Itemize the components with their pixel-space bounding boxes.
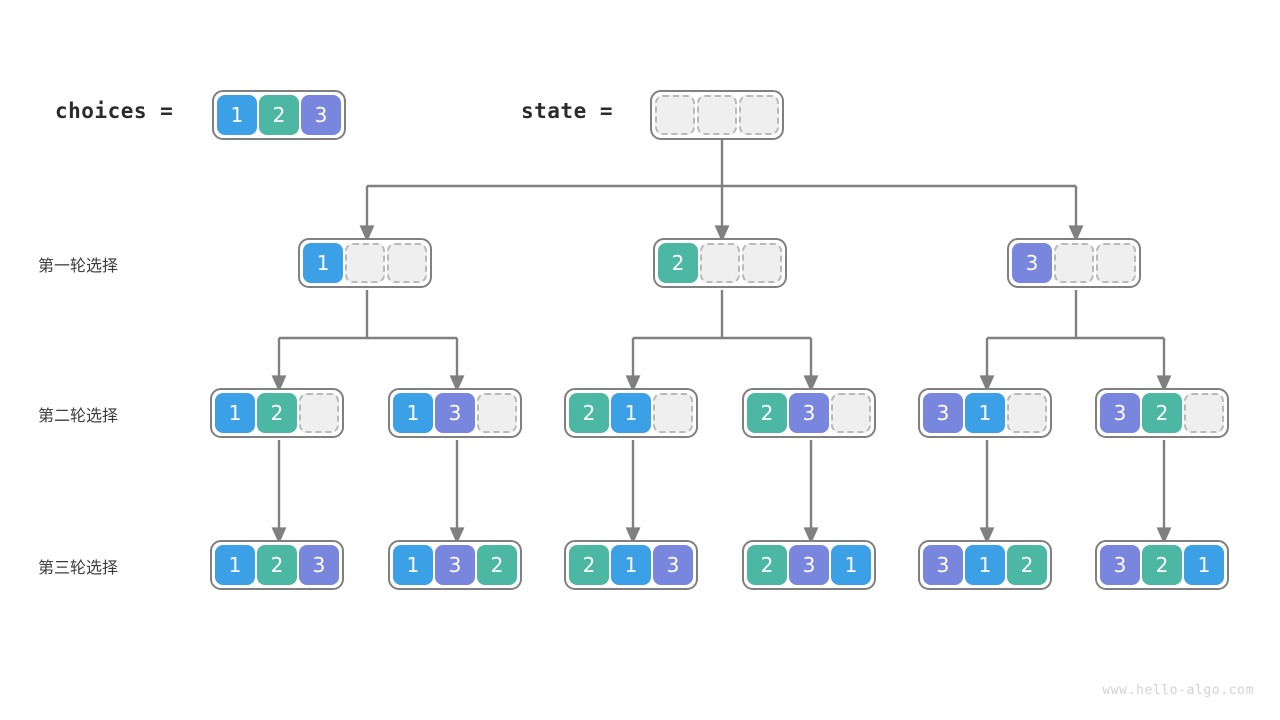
round2-node-4-cell-1: 3 <box>789 393 829 433</box>
round1-node-1: 1 <box>298 238 432 288</box>
round2-node-3-cell-1: 1 <box>611 393 651 433</box>
round3-node-1-cell-0: 1 <box>215 545 255 585</box>
round1-node-3: 3 <box>1007 238 1141 288</box>
state-cell-0 <box>655 95 695 135</box>
round3-node-2-cell-0: 1 <box>393 545 433 585</box>
state-cell-1 <box>697 95 737 135</box>
round-label-3: 第三轮选择 <box>38 558 119 577</box>
round2-node-5-cell-2 <box>1007 393 1047 433</box>
round3-node-1-cell-1: 2 <box>257 545 297 585</box>
choices-cell-0: 1 <box>217 95 257 135</box>
round3-node-3-cell-1: 1 <box>611 545 651 585</box>
round2-node-1-cell-1: 2 <box>257 393 297 433</box>
round1-node-1-cell-0: 1 <box>303 243 343 283</box>
round3-node-2-cell-2: 2 <box>477 545 517 585</box>
round-label-1: 第一轮选择 <box>38 256 119 275</box>
round3-node-1-cell-2: 3 <box>299 545 339 585</box>
round1-node-3-cell-2 <box>1096 243 1136 283</box>
round1-node-3-cell-1 <box>1054 243 1094 283</box>
state-cell-2 <box>739 95 779 135</box>
round2-node-5-cell-0: 3 <box>923 393 963 433</box>
round3-node-5-cell-1: 1 <box>965 545 1005 585</box>
round3-node-3-cell-2: 3 <box>653 545 693 585</box>
choices-cell-2: 3 <box>301 95 341 135</box>
round3-node-4-cell-2: 1 <box>831 545 871 585</box>
round2-node-1-cell-2 <box>299 393 339 433</box>
round3-node-5-cell-0: 3 <box>923 545 963 585</box>
edge-n2-fork <box>633 290 811 340</box>
round3-node-4-cell-0: 2 <box>747 545 787 585</box>
round2-node-6-cell-1: 2 <box>1142 393 1182 433</box>
watermark: www.hello-algo.com <box>1102 683 1254 698</box>
state-label: state = <box>521 99 614 123</box>
round3-node-3-cell-0: 2 <box>569 545 609 585</box>
edge-root-stem <box>367 136 1076 188</box>
edge-n1-fork <box>279 290 457 340</box>
round2-node-2-cell-0: 1 <box>393 393 433 433</box>
round1-node-2-cell-1 <box>700 243 740 283</box>
round1-node-3-cell-0: 3 <box>1012 243 1052 283</box>
round1-node-2: 2 <box>653 238 787 288</box>
round3-node-2-cell-1: 3 <box>435 545 475 585</box>
round3-node-6-cell-2: 1 <box>1184 545 1224 585</box>
choices-label: choices = <box>55 99 174 123</box>
choices-cell-1: 2 <box>259 95 299 135</box>
round2-node-4-cell-2 <box>831 393 871 433</box>
round2-node-4-cell-0: 2 <box>747 393 787 433</box>
round1-node-2-cell-2 <box>742 243 782 283</box>
round2-node-3-cell-2 <box>653 393 693 433</box>
round1-node-1-cell-1 <box>345 243 385 283</box>
round3-node-6-cell-1: 2 <box>1142 545 1182 585</box>
round2-node-2-cell-1: 3 <box>435 393 475 433</box>
round3-node-5-cell-2: 2 <box>1007 545 1047 585</box>
round-label-2: 第二轮选择 <box>38 406 119 425</box>
round2-node-2-cell-2 <box>477 393 517 433</box>
round1-node-2-cell-0: 2 <box>658 243 698 283</box>
round2-node-6-cell-0: 3 <box>1100 393 1140 433</box>
edge-n3-fork <box>987 290 1164 340</box>
round3-node-4-cell-1: 3 <box>789 545 829 585</box>
round2-node-3-cell-0: 2 <box>569 393 609 433</box>
round1-node-1-cell-2 <box>387 243 427 283</box>
round2-node-6-cell-2 <box>1184 393 1224 433</box>
round2-node-5-cell-1: 1 <box>965 393 1005 433</box>
state-array <box>650 90 784 140</box>
round2-node-1-cell-0: 1 <box>215 393 255 433</box>
round3-node-6-cell-0: 3 <box>1100 545 1140 585</box>
